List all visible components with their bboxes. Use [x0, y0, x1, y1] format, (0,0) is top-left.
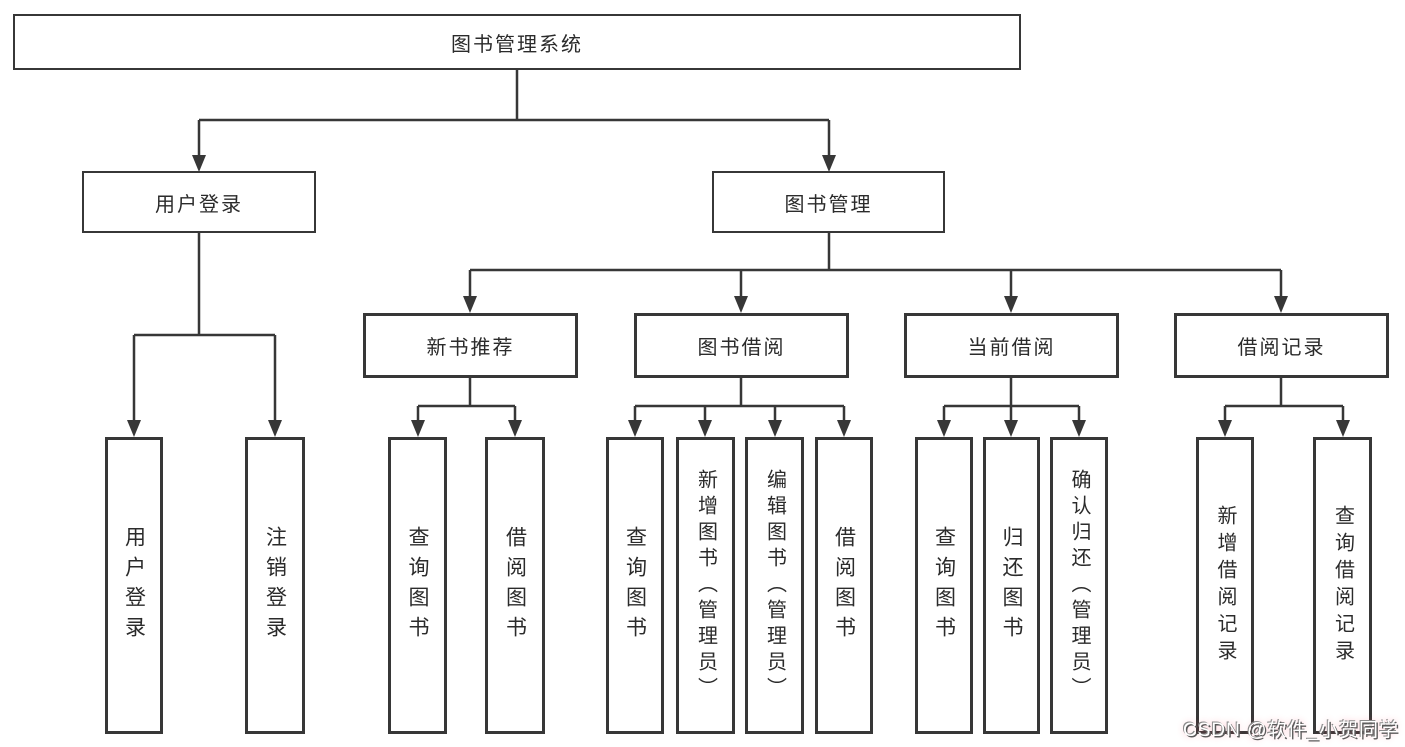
node-current-borrow: 当前借阅: [904, 313, 1119, 378]
leaf-query-books-borrow: 查询图书: [606, 437, 664, 734]
leaf-add-borrow-record: 新增借阅记录: [1196, 437, 1254, 734]
csdn-watermark: CSDN @软件_小贺同学: [1183, 720, 1399, 741]
node-borrow-records: 借阅记录: [1174, 313, 1389, 378]
node-user-login: 用户登录: [82, 171, 316, 233]
node-book-management: 图书管理: [712, 171, 945, 233]
leaf-return-books: 归还图书: [983, 437, 1040, 734]
leaf-user-login: 用户登录: [105, 437, 163, 734]
leaf-query-borrow-record: 查询借阅记录: [1313, 437, 1372, 734]
leaf-query-books-recommend: 查询图书: [388, 437, 447, 734]
node-new-book-recommend: 新书推荐: [363, 313, 578, 378]
leaf-edit-books-admin: 编辑图书（管理员）: [745, 437, 804, 734]
leaf-add-books-admin: 新增图书（管理员）: [676, 437, 735, 734]
arrowhead-group: [127, 155, 1350, 437]
node-root-library-system: 图书管理系统: [13, 14, 1021, 70]
leaf-query-books-current: 查询图书: [915, 437, 973, 734]
leaf-borrow-books-recommend: 借阅图书: [485, 437, 545, 734]
node-book-borrow: 图书借阅: [634, 313, 849, 378]
leaf-confirm-return-admin: 确认归还（管理员）: [1050, 437, 1108, 734]
leaf-logout: 注销登录: [245, 437, 305, 734]
leaf-borrow-books: 借阅图书: [815, 437, 873, 734]
